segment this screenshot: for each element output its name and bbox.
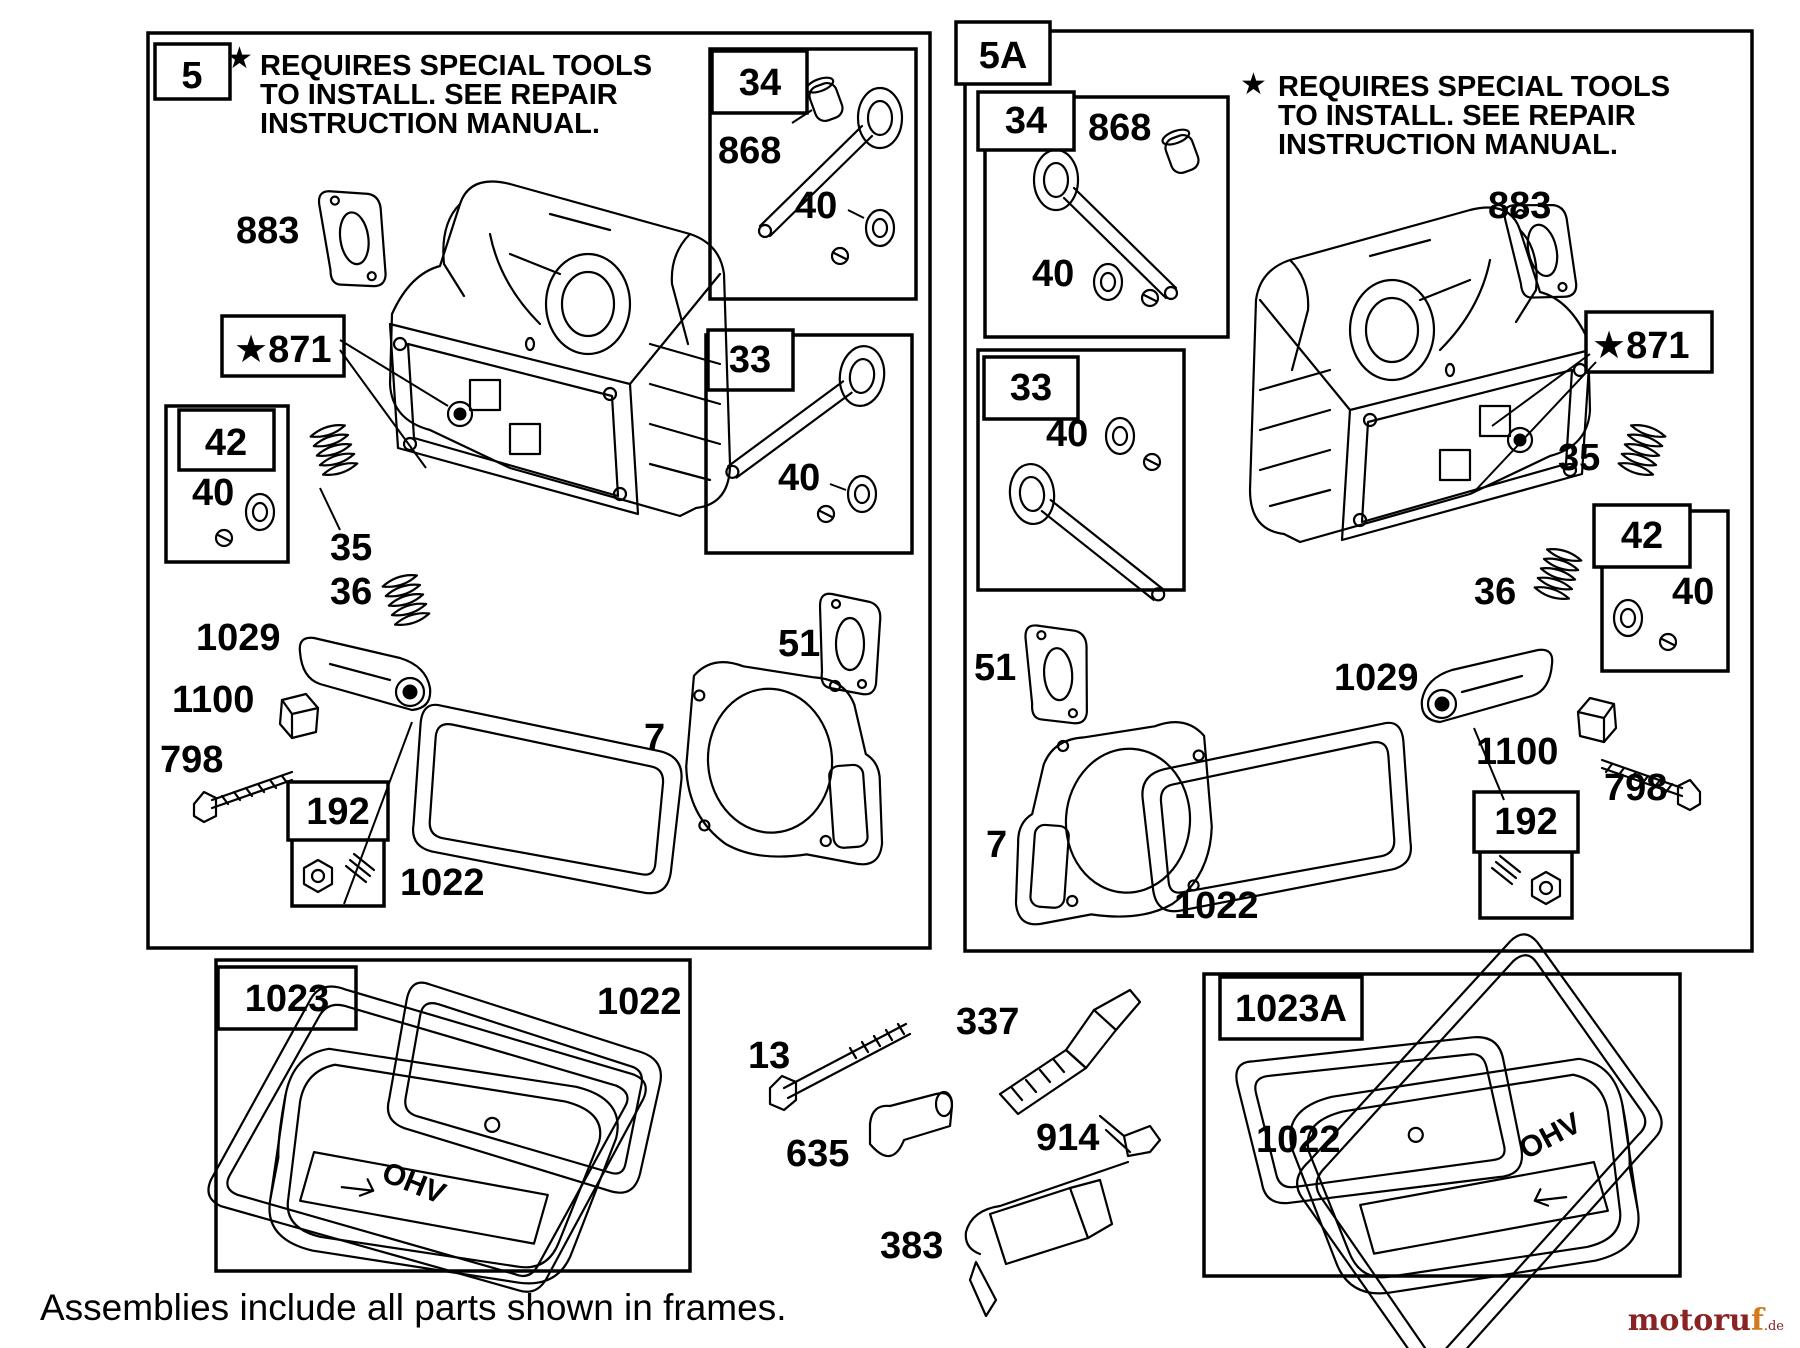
valve-box-33: 33 40 bbox=[704, 328, 914, 555]
cylinder-head-5A bbox=[1248, 206, 1592, 544]
svg-text:INSTRUCTION MANUAL.: INSTRUCTION MANUAL. bbox=[1278, 129, 1618, 161]
svg-text:36: 36 bbox=[1474, 571, 1516, 613]
note-line-3: INSTRUCTION MANUAL. bbox=[260, 108, 600, 140]
svg-text:★871: ★871 bbox=[234, 329, 331, 371]
svg-text:868: 868 bbox=[1088, 107, 1151, 149]
svg-text:42: 42 bbox=[1621, 515, 1663, 557]
svg-text:1100: 1100 bbox=[1476, 731, 1558, 773]
gasket-883-5 bbox=[316, 183, 393, 294]
retainer-box-42-5A: 42 40 bbox=[1592, 503, 1730, 673]
svg-text:7: 7 bbox=[644, 717, 665, 759]
note-line-2: TO INSTALL. SEE REPAIR bbox=[260, 79, 618, 111]
svg-text:40: 40 bbox=[192, 472, 234, 514]
cover-1023: 1023 1022 OHV bbox=[197, 914, 692, 1348]
star-note-marker: ★ bbox=[226, 42, 253, 75]
assembly-5-label: 5 bbox=[181, 55, 202, 97]
watermark-brand-f: f bbox=[1750, 1303, 1764, 1338]
svg-text:51: 51 bbox=[778, 623, 820, 665]
svg-text:TO INSTALL. SEE REPAIR: TO INSTALL. SEE REPAIR bbox=[1278, 100, 1636, 132]
svg-text:883: 883 bbox=[1488, 185, 1551, 227]
assembly-5: 5 ★ REQUIRES SPECIAL TOOLS TO INSTALL. S… bbox=[146, 31, 932, 950]
retainer-box-42: 42 40 bbox=[164, 404, 290, 564]
svg-text:868: 868 bbox=[718, 130, 781, 172]
svg-text:1023: 1023 bbox=[245, 978, 330, 1020]
svg-text:40: 40 bbox=[1032, 253, 1074, 295]
assembly-5A-frame bbox=[963, 29, 1754, 953]
svg-text:40: 40 bbox=[1046, 413, 1088, 455]
valve-box-34-5A: 34 868 40 bbox=[976, 90, 1230, 339]
assembly-5-label-box bbox=[153, 42, 232, 101]
note-line-1: REQUIRES SPECIAL TOOLS bbox=[260, 50, 652, 82]
valve-box-34: 34 868 40 bbox=[708, 47, 918, 301]
svg-text:★: ★ bbox=[1240, 68, 1267, 101]
assembly-5-frame bbox=[146, 31, 932, 950]
svg-text:337: 337 bbox=[956, 1001, 1019, 1043]
svg-text:635: 635 bbox=[786, 1133, 849, 1175]
valve-box-33-5A: 33 40 bbox=[976, 348, 1186, 616]
svg-text:33: 33 bbox=[1010, 367, 1052, 409]
svg-text:192: 192 bbox=[306, 791, 369, 833]
adjuster-box-192-5A: 192 bbox=[1472, 790, 1580, 920]
svg-text:35: 35 bbox=[330, 527, 372, 569]
cover-1023A: 1023A 1022 OHV bbox=[1202, 924, 1714, 1348]
cylinder-head-5 bbox=[388, 180, 732, 518]
svg-text:383: 383 bbox=[880, 1225, 943, 1267]
svg-text:798: 798 bbox=[160, 739, 223, 781]
watermark-tld: .de bbox=[1763, 1319, 1784, 1334]
svg-text:883: 883 bbox=[236, 210, 299, 252]
svg-text:40: 40 bbox=[778, 457, 820, 499]
svg-text:13: 13 bbox=[748, 1035, 790, 1077]
assembly-5A-label: 5A bbox=[979, 35, 1028, 77]
svg-text:40: 40 bbox=[1672, 571, 1714, 613]
svg-text:51: 51 bbox=[974, 647, 1016, 689]
svg-text:7: 7 bbox=[986, 824, 1007, 866]
svg-text:36: 36 bbox=[330, 571, 372, 613]
part-871-box bbox=[220, 314, 346, 378]
svg-text:OHV: OHV bbox=[1514, 1107, 1587, 1167]
svg-text:1029: 1029 bbox=[1334, 657, 1419, 699]
svg-text:34: 34 bbox=[739, 62, 781, 104]
adjuster-box-192: 192 bbox=[286, 780, 390, 908]
svg-text:42: 42 bbox=[205, 422, 247, 464]
footer-note: Assemblies include all parts shown in fr… bbox=[40, 1287, 787, 1328]
svg-text:1023A: 1023A bbox=[1235, 988, 1347, 1030]
svg-text:914: 914 bbox=[1036, 1117, 1099, 1159]
svg-text:192: 192 bbox=[1494, 801, 1557, 843]
svg-text:33: 33 bbox=[729, 339, 771, 381]
assembly-5A-label-box bbox=[954, 20, 1052, 86]
watermark-brand: motoru bbox=[1627, 1303, 1751, 1338]
svg-text:1029: 1029 bbox=[196, 617, 281, 659]
svg-text:REQUIRES SPECIAL TOOLS: REQUIRES SPECIAL TOOLS bbox=[1278, 71, 1670, 103]
loose-parts: 13 337 635 914 383 bbox=[748, 988, 1162, 1318]
svg-text:1022: 1022 bbox=[597, 981, 682, 1023]
svg-text:1100: 1100 bbox=[172, 679, 254, 721]
svg-text:798: 798 bbox=[1604, 767, 1667, 809]
part-871-box-5A bbox=[1584, 310, 1714, 374]
svg-text:1022: 1022 bbox=[1174, 885, 1259, 927]
svg-text:OHV: OHV bbox=[377, 1156, 450, 1211]
svg-text:★871: ★871 bbox=[1592, 325, 1689, 367]
svg-text:34: 34 bbox=[1005, 100, 1047, 142]
svg-text:1022: 1022 bbox=[400, 862, 485, 904]
svg-text:35: 35 bbox=[1558, 437, 1600, 479]
watermark-logo: motoruf.de bbox=[1628, 1303, 1784, 1338]
assembly-5A: 5A ★ REQUIRES SPECIAL TOOLS TO INSTALL. … bbox=[954, 20, 1754, 953]
